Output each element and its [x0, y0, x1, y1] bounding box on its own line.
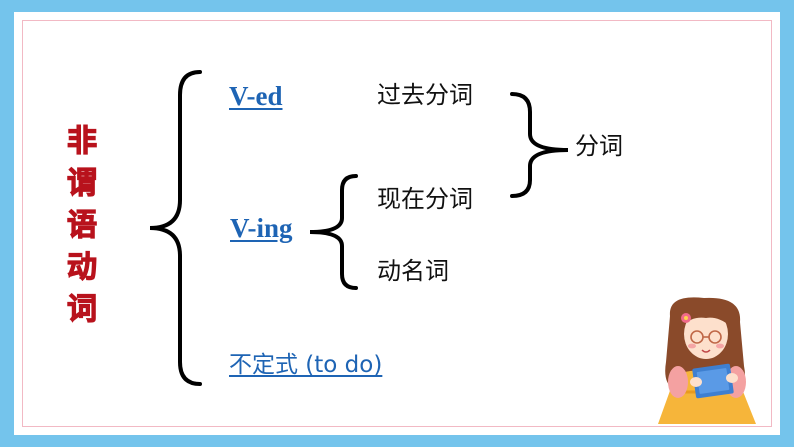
title-char: 谓	[66, 165, 97, 201]
title-char: 语	[66, 207, 97, 243]
girl-illustration	[658, 297, 756, 424]
branch-ved: V-ed	[229, 81, 283, 111]
branch-ving: V-ing	[230, 213, 293, 243]
branch-infinitive: 不定式 (to do)	[229, 352, 383, 378]
main-brace	[149, 70, 202, 386]
title-char: 动	[66, 249, 97, 285]
term-participle: 分词	[575, 132, 623, 160]
term-present-participle: 现在分词	[377, 185, 473, 213]
ving-brace	[309, 174, 358, 290]
term-past-participle: 过去分词	[377, 81, 473, 109]
content-panel	[14, 12, 780, 435]
title-char: 词	[66, 291, 97, 327]
participle-brace	[510, 92, 569, 198]
decorative-border	[22, 20, 772, 427]
term-gerund: 动名词	[377, 257, 449, 285]
title-char: 非	[66, 123, 97, 159]
